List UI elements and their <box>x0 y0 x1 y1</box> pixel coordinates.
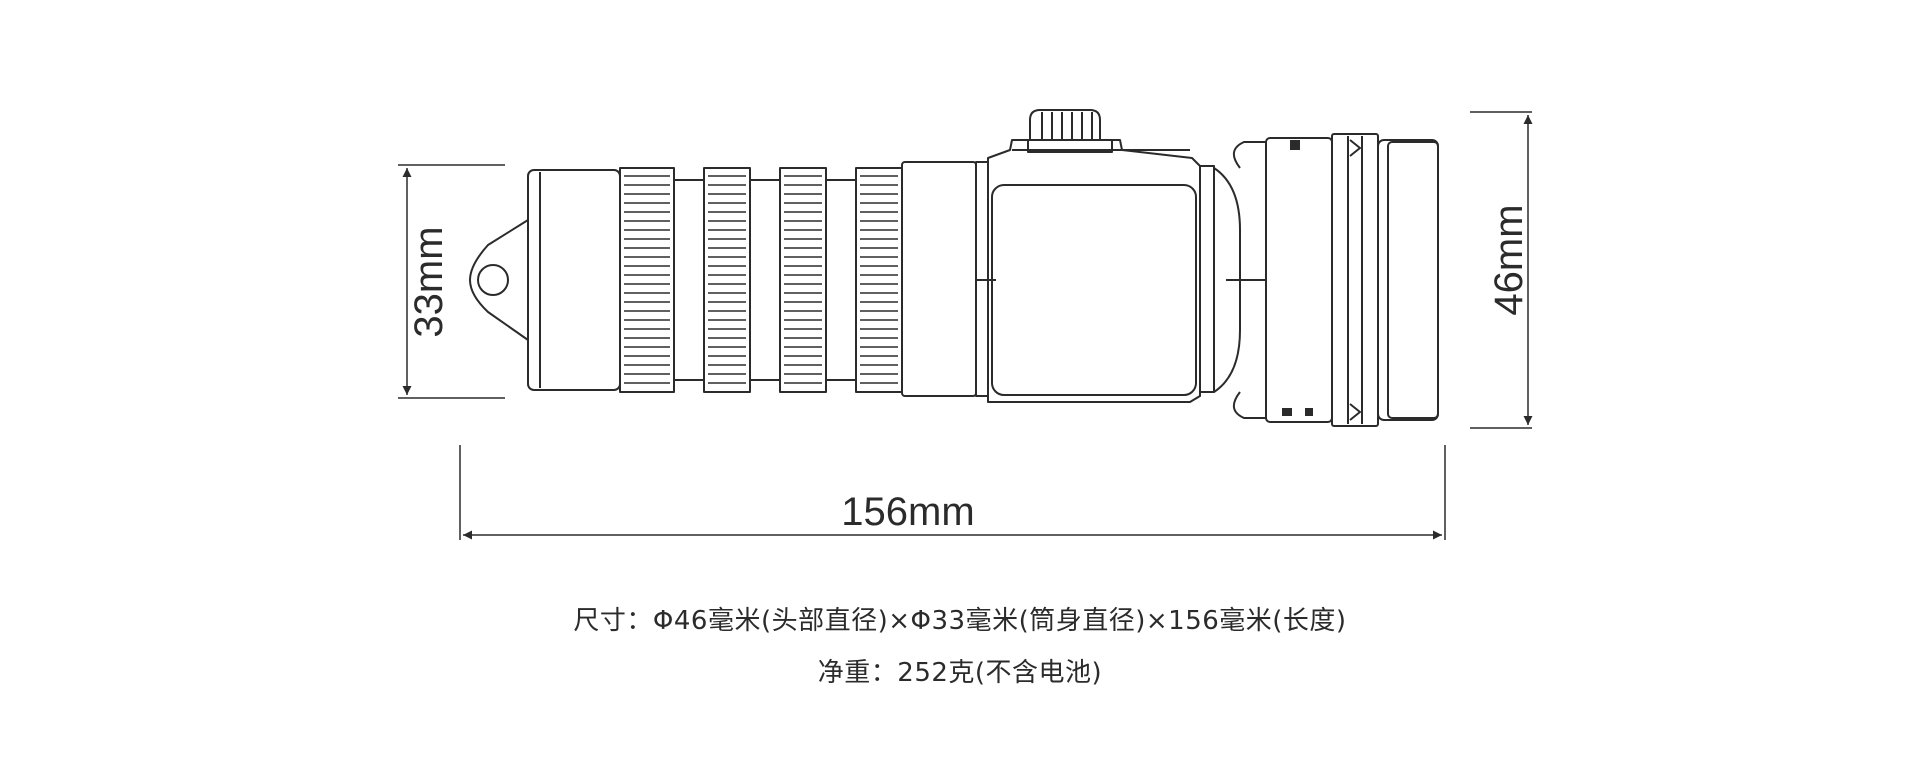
knurled-ring-1 <box>619 167 675 393</box>
knurled-ring-3 <box>779 167 827 393</box>
height-right-label: 46mm <box>1487 204 1531 315</box>
tail-lanyard-loop <box>469 219 529 341</box>
length-label: 156mm <box>841 490 974 534</box>
height-left-label: 33mm <box>407 226 451 337</box>
knurled-ring-4 <box>855 167 903 393</box>
size-spec-text: 尺寸：Φ46毫米(头部直径)×Φ33毫米(筒身直径)×156毫米(长度) <box>573 606 1347 636</box>
rotary-switch-knob <box>1027 109 1113 153</box>
body-gap-3 <box>825 179 857 381</box>
body-tube <box>901 161 996 397</box>
tail-cap <box>527 169 621 391</box>
body-gap-1 <box>673 179 705 381</box>
flashlight-head <box>1265 133 1439 427</box>
dimension-length <box>459 445 1446 540</box>
knurled-ring-2 <box>703 167 751 393</box>
dimension-left-height <box>398 164 505 399</box>
weight-spec-text: 净重：252克(不含电池) <box>817 658 1103 688</box>
dimension-right-height <box>1470 111 1533 429</box>
switch-housing <box>987 139 1201 403</box>
neck-section <box>1199 141 1267 419</box>
body-gap-2 <box>749 179 781 381</box>
